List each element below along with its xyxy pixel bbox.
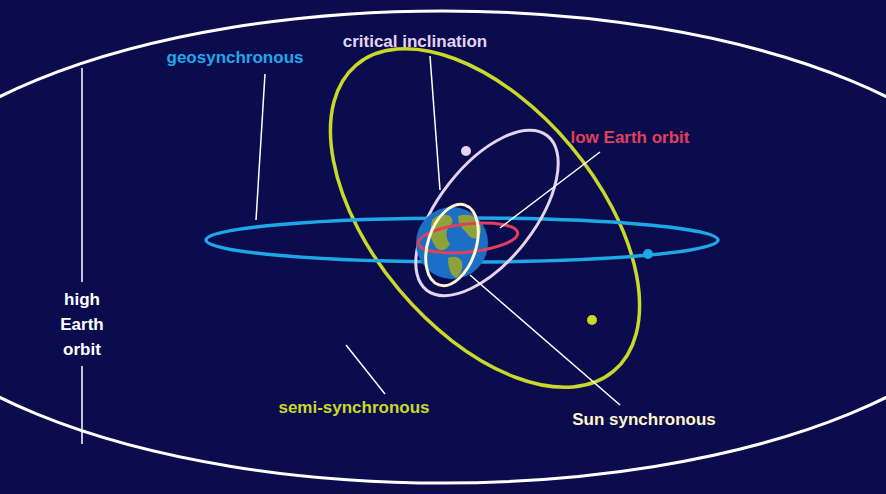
orbit-label: geosynchronous <box>167 48 304 68</box>
orbit-label: Sun synchronous <box>572 410 716 430</box>
region-label: high Earth orbit <box>49 287 115 362</box>
leader-line <box>430 56 440 190</box>
orbit-label: low Earth orbit <box>571 128 690 148</box>
leader-line <box>500 152 600 228</box>
high-orbit-boundary <box>0 11 886 483</box>
satellite-dot <box>587 315 597 325</box>
orbit-label: critical inclination <box>343 32 488 52</box>
critical-inclination-orbit <box>389 106 585 320</box>
leader-line <box>81 68 83 282</box>
leader-line <box>470 275 620 405</box>
leader-line <box>81 366 83 444</box>
leader-line <box>256 74 265 220</box>
orbit-label: semi-synchronous <box>278 398 429 418</box>
satellite-dot <box>461 146 471 156</box>
sun-synchronous-orbit <box>416 198 488 293</box>
satellite-dot <box>643 249 653 259</box>
earth-land <box>448 257 462 278</box>
leader-line <box>346 345 385 394</box>
